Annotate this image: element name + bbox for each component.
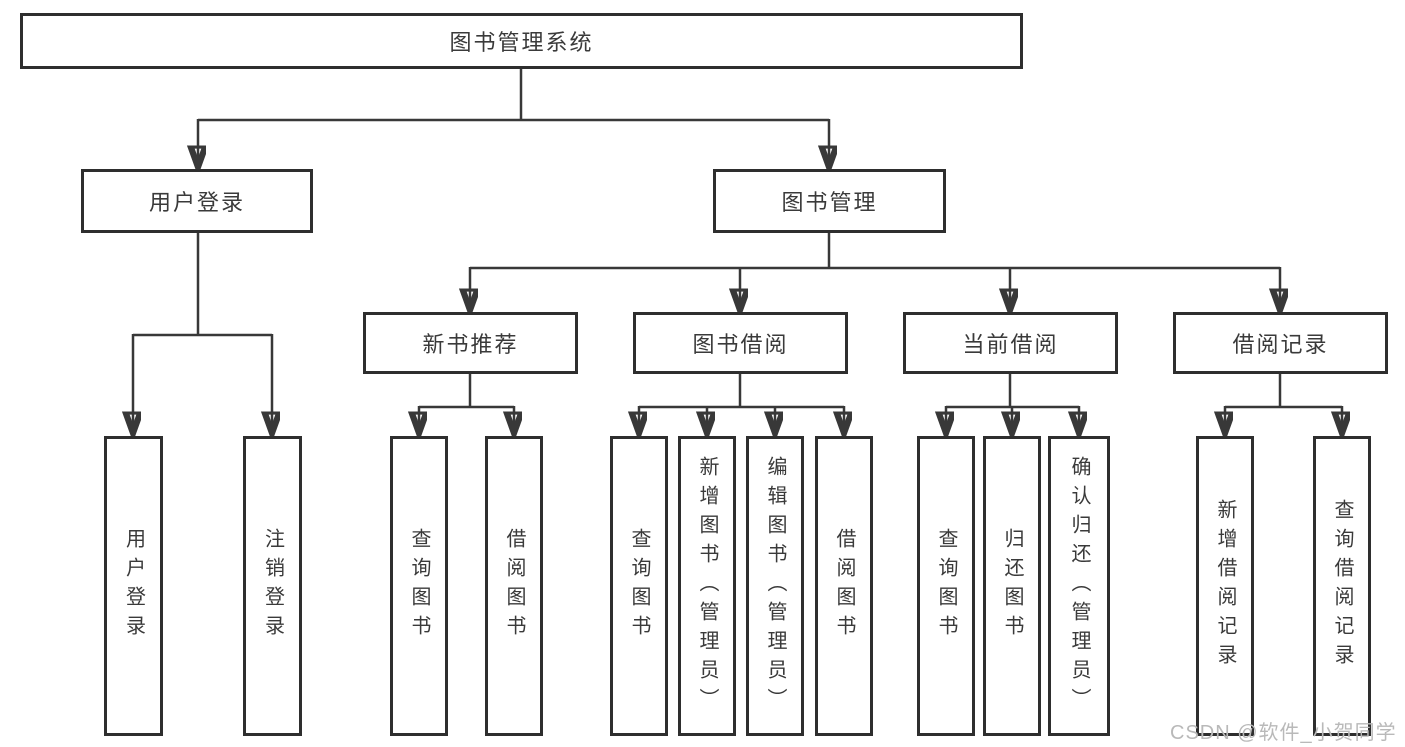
- leaf-edit-books-admin: 编辑图书（管理员）: [746, 436, 804, 736]
- node-user-login: 用户登录: [81, 169, 313, 233]
- node-current-borrow: 当前借阅: [903, 312, 1118, 374]
- node-label: 借阅图书: [503, 528, 525, 644]
- csdn-watermark: CSDN @软件_小贺同学: [1170, 722, 1397, 744]
- node-label: 借阅图书: [833, 528, 855, 644]
- node-system-root: 图书管理系统: [20, 13, 1023, 69]
- node-label: 用户登录: [122, 528, 145, 644]
- node-label: 图书管理: [781, 190, 878, 215]
- node-borrow-records: 借阅记录: [1173, 312, 1388, 374]
- node-label: 查询图书: [628, 528, 650, 644]
- leaf-confirm-return-admin: 确认归还（管理员）: [1048, 436, 1110, 736]
- node-label: 当前借阅: [962, 332, 1059, 357]
- node-label: 新增借阅记录: [1214, 499, 1236, 673]
- node-label: 查询图书: [408, 528, 430, 644]
- leaf-add-books-admin: 新增图书（管理员）: [678, 436, 736, 736]
- node-new-book-recommend: 新书推荐: [363, 312, 578, 374]
- node-label: 用户登录: [148, 190, 245, 215]
- node-label: 图书管理系统: [449, 30, 594, 55]
- node-label: 借阅记录: [1232, 332, 1329, 357]
- node-label: 新增图书（管理员）: [696, 455, 718, 717]
- leaf-borrow-books-recommend: 借阅图书: [485, 436, 543, 736]
- leaf-query-borrow-record: 查询借阅记录: [1313, 436, 1371, 736]
- leaf-return-books: 归还图书: [983, 436, 1041, 736]
- leaf-query-books-recommend: 查询图书: [390, 436, 448, 736]
- node-label: 新书推荐: [422, 332, 519, 357]
- node-label: 编辑图书（管理员）: [764, 455, 786, 717]
- node-label: 查询图书: [935, 528, 957, 644]
- leaf-add-borrow-record: 新增借阅记录: [1196, 436, 1254, 736]
- node-label: 图书借阅: [692, 332, 789, 357]
- node-book-management: 图书管理: [713, 169, 946, 233]
- leaf-query-books: 查询图书: [610, 436, 668, 736]
- leaf-borrow-books: 借阅图书: [815, 436, 873, 736]
- node-book-borrow: 图书借阅: [633, 312, 848, 374]
- node-label: 归还图书: [1001, 528, 1023, 644]
- node-label: 查询借阅记录: [1331, 499, 1353, 673]
- leaf-user-login: 用户登录: [104, 436, 163, 736]
- leaf-logout: 注销登录: [243, 436, 302, 736]
- node-label: 确认归还（管理员）: [1068, 455, 1090, 717]
- node-label: 注销登录: [261, 528, 284, 644]
- leaf-query-books-current: 查询图书: [917, 436, 975, 736]
